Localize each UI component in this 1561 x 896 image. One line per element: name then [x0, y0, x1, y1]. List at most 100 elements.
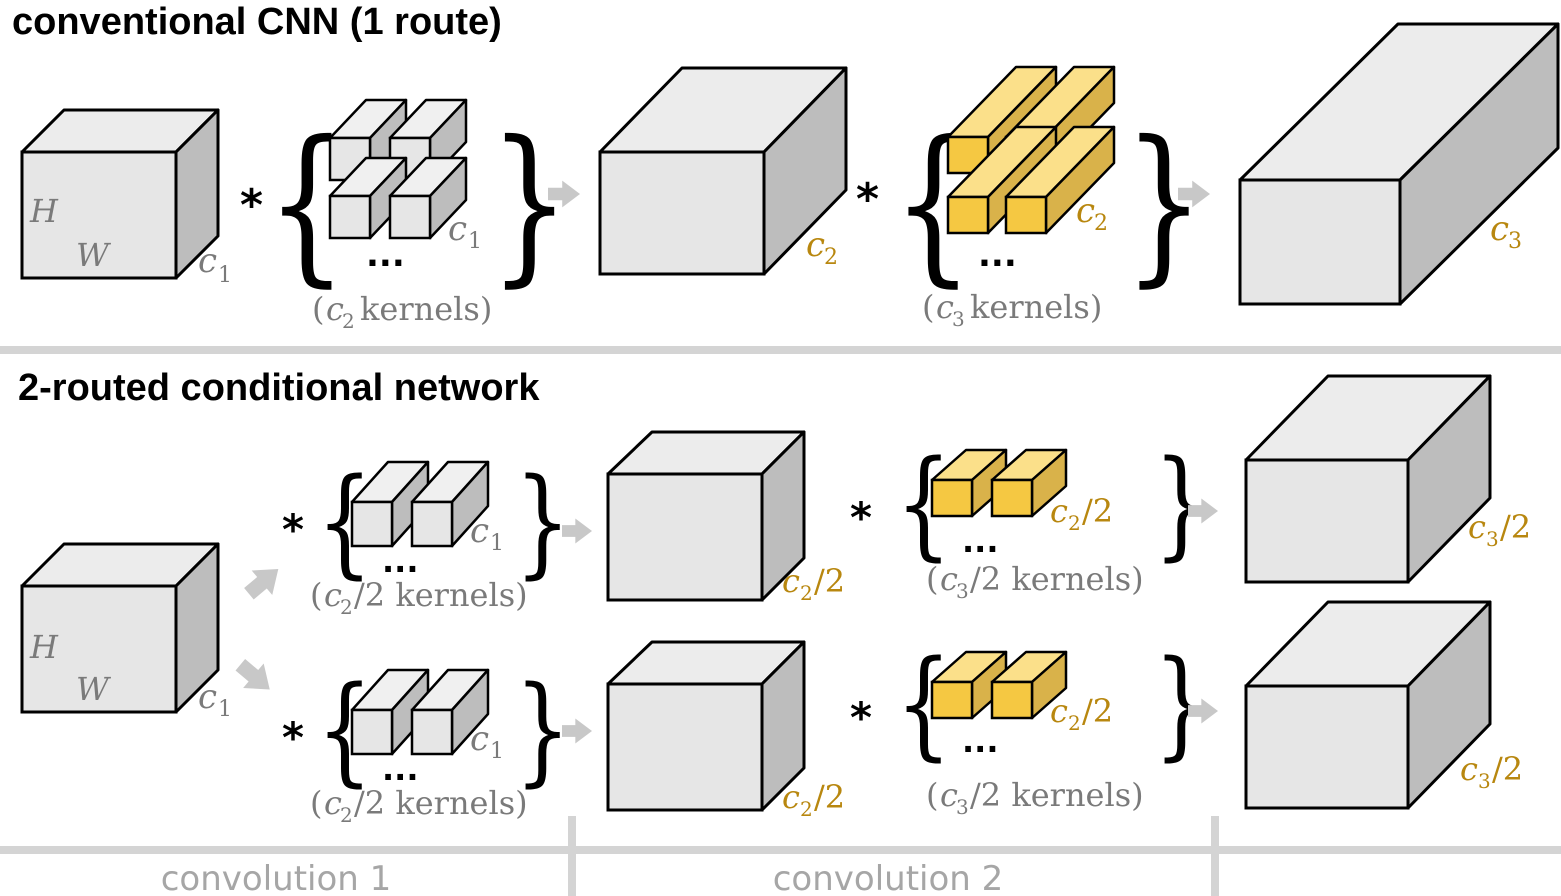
title-conventional: conventional CNN (1 route)	[12, 1, 502, 43]
svg-text:(: (	[310, 576, 322, 614]
route-a-output-cube: c 3 /2	[1244, 374, 1531, 584]
top-input-cube: H W c 1	[20, 108, 232, 288]
svg-text:}: }	[515, 660, 571, 798]
svg-text:c: c	[1490, 209, 1509, 249]
svg-text:3: 3	[952, 307, 965, 331]
svg-text:/2: /2	[1500, 508, 1531, 546]
svg-text:}: }	[1154, 634, 1210, 772]
svg-text:c: c	[940, 560, 958, 598]
top-mid-cube: c 2	[598, 66, 848, 276]
svg-text:2: 2	[800, 797, 813, 821]
svg-text:3: 3	[956, 795, 969, 819]
kernel1-c-label: c	[448, 209, 467, 249]
svg-text:*: *	[856, 174, 879, 225]
svg-text:*: *	[850, 693, 872, 742]
svg-text:}: }	[515, 452, 571, 590]
title-conditional: 2-routed conditional network	[18, 367, 540, 409]
svg-text:*: *	[282, 713, 304, 762]
svg-text:(: (	[926, 776, 938, 814]
svg-text:kernels): kernels)	[970, 288, 1102, 326]
svg-text:3: 3	[1508, 229, 1522, 254]
svg-text:1: 1	[490, 531, 504, 556]
svg-text:/2 kernels): /2 kernels)	[970, 776, 1144, 814]
svg-text:/2: /2	[814, 562, 845, 600]
svg-text:c: c	[936, 288, 954, 326]
svg-text:(: (	[922, 288, 934, 326]
svg-text:2: 2	[800, 581, 813, 605]
footer-convolution-1: convolution 1	[161, 859, 392, 896]
input-c-label: c	[198, 241, 217, 281]
route-a-mid-cube: c 2 /2	[606, 430, 845, 605]
svg-text:c: c	[1460, 750, 1478, 788]
svg-text:...: ...	[382, 750, 418, 788]
svg-text:c: c	[806, 225, 825, 265]
svg-text:2: 2	[824, 245, 838, 270]
svg-text:c: c	[470, 719, 489, 759]
svg-text:3: 3	[1486, 527, 1499, 551]
svg-text:c: c	[1050, 492, 1068, 530]
svg-text:c: c	[940, 776, 958, 814]
svg-text:2: 2	[340, 803, 353, 827]
section-divider	[0, 346, 1561, 354]
route-b-output-cube: c 3 /2	[1244, 600, 1523, 810]
svg-text:*: *	[282, 505, 304, 554]
svg-text:2: 2	[1068, 711, 1081, 735]
svg-text:3: 3	[1478, 769, 1491, 793]
svg-text:c: c	[324, 784, 342, 822]
svg-text:...: ...	[978, 235, 1017, 275]
svg-text:c: c	[1076, 191, 1095, 231]
input-h-label: H	[29, 192, 59, 230]
svg-text:c: c	[324, 576, 342, 614]
footer-tick-2	[1211, 816, 1219, 896]
footer-tick-1	[568, 816, 576, 896]
svg-text:/2 kernels): /2 kernels)	[354, 576, 528, 614]
svg-text:3: 3	[956, 579, 969, 603]
svg-text:1: 1	[490, 739, 504, 764]
svg-text:kernels): kernels)	[360, 290, 492, 328]
svg-text:...: ...	[962, 722, 998, 760]
footer-divider	[0, 846, 1561, 854]
route-b-mid-cube: c 2 /2	[606, 640, 845, 821]
route-b-caption-2: ( c 3 /2 kernels)	[926, 776, 1144, 819]
footer-convolution-2: convolution 2	[773, 859, 1004, 896]
svg-text:(: (	[312, 290, 324, 328]
svg-text:/2: /2	[1082, 692, 1113, 730]
svg-text:W: W	[76, 670, 112, 708]
svg-text:H: H	[29, 628, 59, 666]
svg-text:2: 2	[342, 309, 355, 333]
route-b-kernels-2-gold	[930, 650, 1068, 720]
input-w-label: W	[76, 236, 112, 274]
svg-text:c: c	[782, 778, 800, 816]
svg-text:(: (	[310, 784, 322, 822]
route-a-caption-2: ( c 3 /2 kernels)	[926, 560, 1144, 603]
svg-text:(: (	[926, 560, 938, 598]
arrow-up-route	[238, 556, 289, 606]
top-output-cube: c 3	[1238, 22, 1560, 306]
input-c-sub: 1	[218, 263, 232, 288]
top-kernels-1	[328, 98, 468, 240]
svg-text:/2 kernels): /2 kernels)	[970, 560, 1144, 598]
route-a-caption-1: ( c 2 /2 kernels)	[310, 576, 528, 619]
svg-text:2: 2	[340, 595, 353, 619]
kernel1-c-sub: 1	[468, 229, 482, 254]
svg-text:2: 2	[1068, 511, 1081, 535]
svg-text:c: c	[470, 511, 489, 551]
svg-text:}: }	[1124, 106, 1205, 303]
svg-text:/2 kernels): /2 kernels)	[354, 784, 528, 822]
svg-text:c: c	[198, 677, 217, 717]
svg-text:...: ...	[382, 542, 418, 580]
svg-text:/2: /2	[1082, 492, 1113, 530]
svg-text:c: c	[326, 290, 344, 328]
bottom-input-cube: H W c 1	[20, 542, 232, 722]
svg-text:c: c	[1468, 508, 1486, 546]
kernel-dots: ...	[366, 235, 405, 275]
route-b-caption-1: ( c 2 /2 kernels)	[310, 784, 528, 827]
svg-text:/2: /2	[814, 778, 845, 816]
svg-text:c: c	[1050, 692, 1068, 730]
route-a-kernels-2-gold	[930, 448, 1068, 518]
arrow-down-route	[230, 652, 281, 702]
svg-text:/2: /2	[1492, 750, 1523, 788]
svg-text:*: *	[850, 493, 872, 542]
svg-text:1: 1	[218, 697, 232, 722]
